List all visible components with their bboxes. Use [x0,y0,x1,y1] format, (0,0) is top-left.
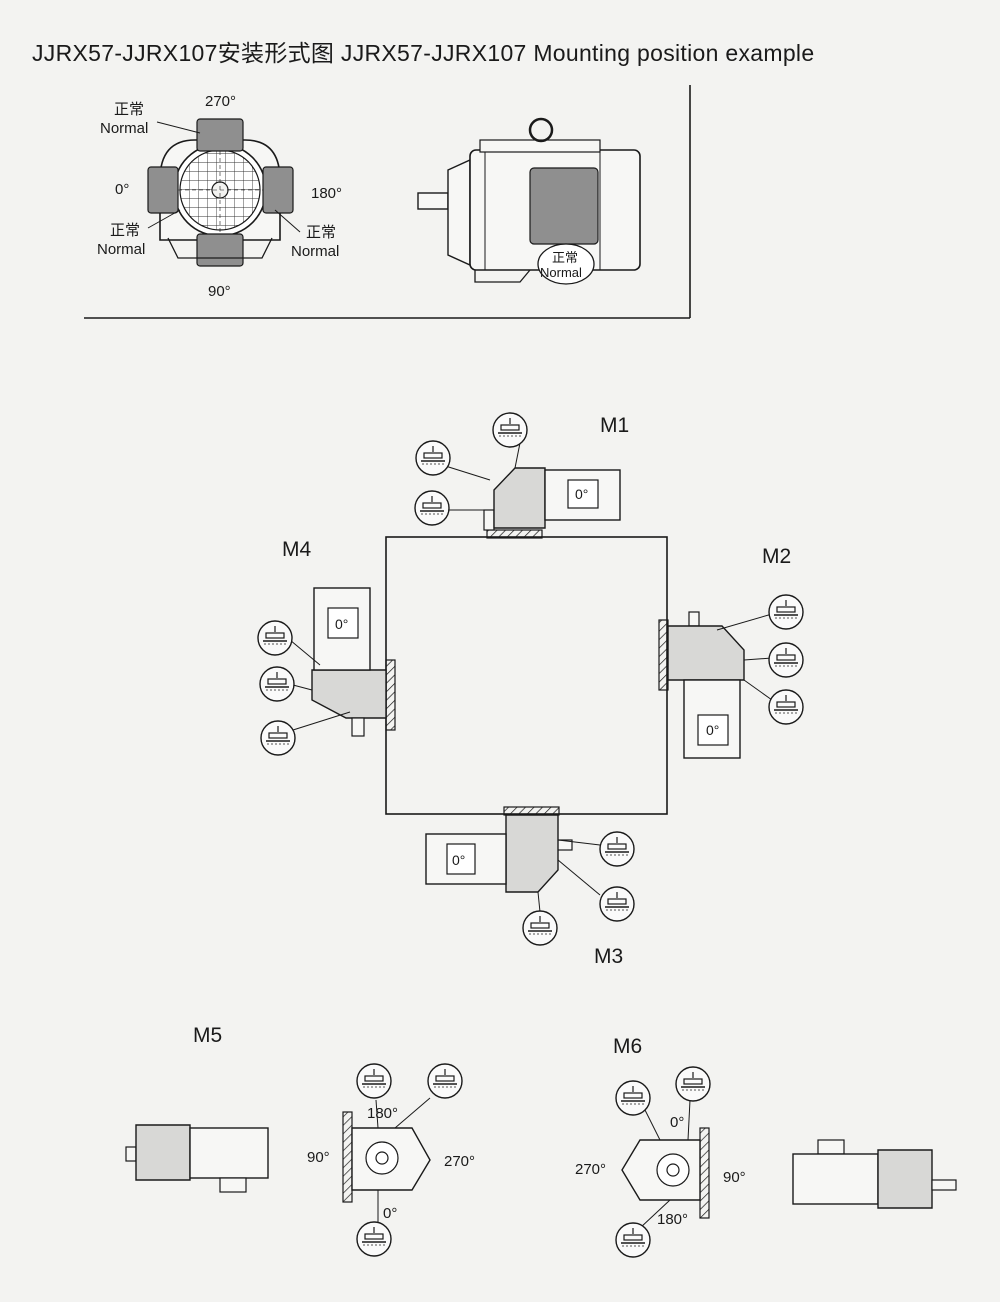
m6-bottom-angle: 180° [657,1211,688,1228]
m1-label: M1 [600,414,629,437]
m5-top-angle: 180° [367,1105,398,1122]
m6-left-angle: 270° [575,1161,606,1178]
m4-label: M4 [282,538,311,561]
mounting-frame [385,536,668,815]
m6-label: M6 [613,1035,642,1058]
m3-angle: 0° [452,852,465,868]
normal-en-right: Normal [291,243,339,260]
terminal-box-panel [84,85,691,319]
m2-angle: 0° [706,722,719,738]
normal-cn-top: 正常 [114,101,144,118]
label-90: 90° [208,283,231,300]
page-title: JJRX57-JJRX107安装形式图 JJRX57-JJRX107 Mount… [32,40,815,66]
m5-right-angle: 270° [444,1153,475,1170]
terminal-box-end-view [147,118,301,267]
m3-label: M3 [594,945,623,968]
label-270: 270° [205,93,236,110]
label-180: 180° [311,185,342,202]
m1-gearmotor [414,412,621,539]
normal-cn-left: 正常 [110,222,140,239]
m6-top-angle: 0° [670,1114,684,1131]
m5-left-angle: 90° [307,1149,330,1166]
m1-angle: 0° [575,486,588,502]
m6-right-angle: 90° [723,1169,746,1186]
m5-side-view [125,1124,269,1193]
normal-cn-right: 正常 [306,224,336,241]
m4-gearmotor [257,587,396,756]
m3-gearmotor [425,806,635,946]
label-0: 0° [115,181,129,198]
motor-side-view [417,117,641,285]
m6-end-view [615,1066,711,1258]
m5-end-view [342,1063,463,1257]
m2-label: M2 [762,545,791,568]
normal-en-top: Normal [100,120,148,137]
m5-label: M5 [193,1024,222,1047]
normal-en-side: Normal [540,265,582,280]
m2-gearmotor [658,594,804,759]
normal-cn-side: 正常 [552,250,578,265]
m5-bottom-angle: 0° [383,1205,397,1222]
m4-angle: 0° [335,616,348,632]
m6-side-view [792,1139,957,1209]
normal-en-left: Normal [97,241,145,258]
